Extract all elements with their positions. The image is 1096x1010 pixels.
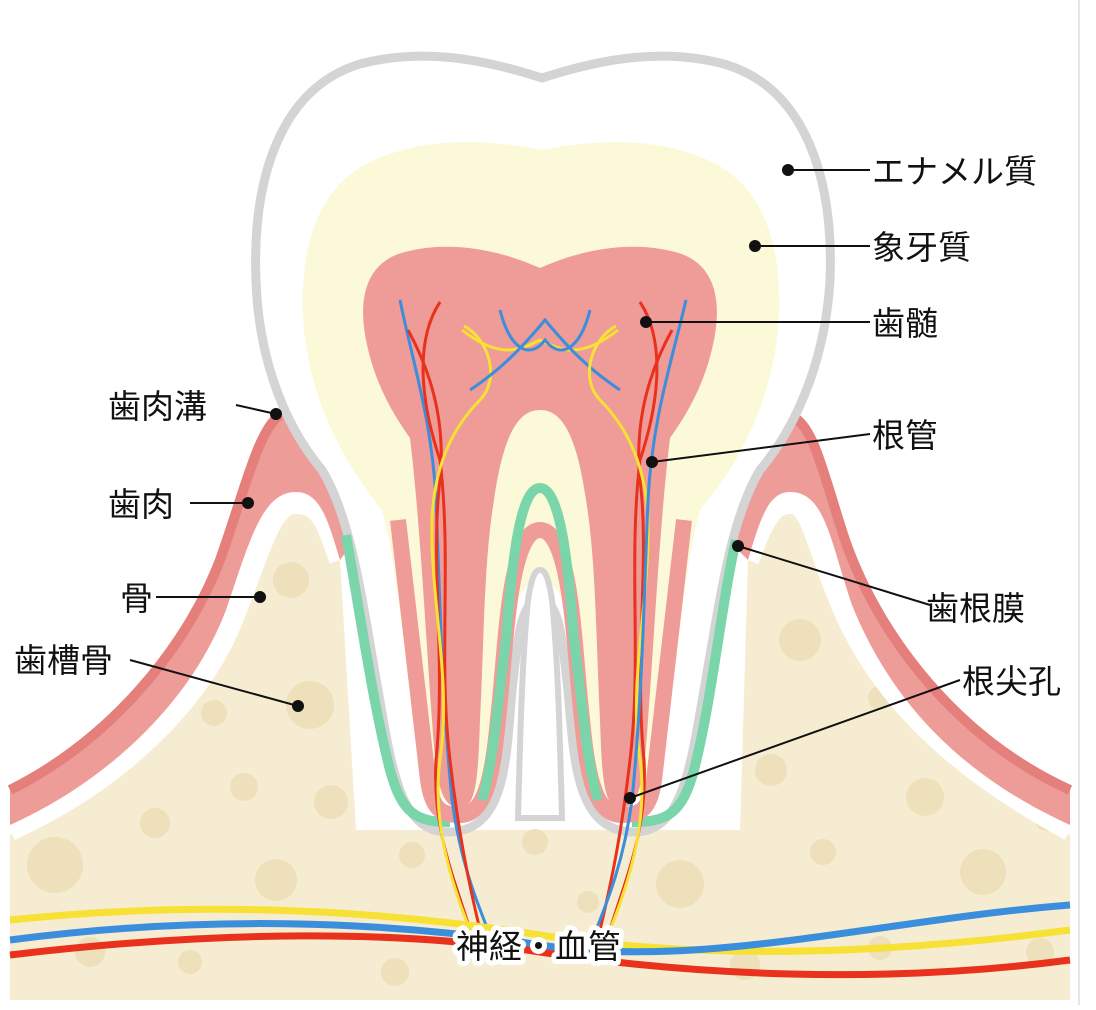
ligament-inner (477, 482, 603, 802)
pulp-vessels (398, 299, 688, 931)
ligament-left-outer (341, 534, 451, 827)
label-gingival-sulcus: 歯肉溝 (108, 387, 207, 426)
main-vessels (9, 901, 1071, 979)
root-divider (514, 566, 566, 821)
gum-right-edge (791, 413, 1073, 795)
bone-texture (27, 562, 1057, 986)
label-bone: 骨 (120, 579, 153, 618)
label-pulp: 歯髄 (872, 304, 938, 343)
ligament-right-outer (631, 538, 741, 827)
label-alveolar-bone: 歯槽骨 (14, 641, 113, 680)
label-enamel: エナメル質 (872, 152, 1037, 191)
label-root-canal: 根管 (872, 416, 938, 455)
label-dentin: 象牙質 (872, 228, 971, 267)
label-apical-foramen: 根尖孔 (962, 662, 1061, 701)
gum-left-edge (7, 410, 284, 795)
label-nerves-vessels: 神経・血管 (456, 927, 621, 966)
gum-bone-gap (5, 491, 1076, 841)
label-periodontal-ligament: 歯根膜 (926, 589, 1025, 628)
label-gingiva: 歯肉 (108, 485, 174, 524)
root-outer (390, 519, 692, 824)
leader-lines (129, 164, 961, 804)
pulp (363, 246, 717, 808)
